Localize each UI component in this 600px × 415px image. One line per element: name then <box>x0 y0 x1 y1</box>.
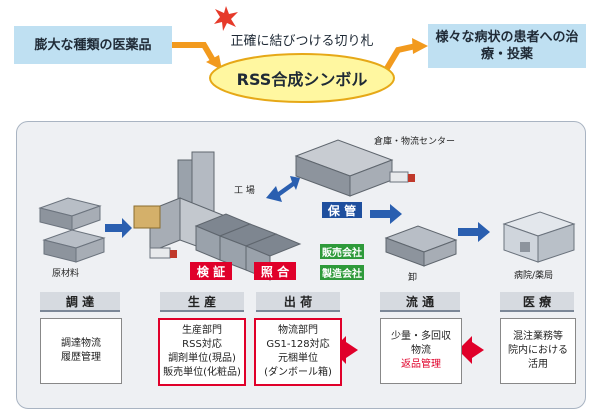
pharma-variety-box: 膨大な種類の医薬品 <box>14 26 172 64</box>
card-production: 生産部門 RSS対応 調剤単位(現品) 販売単位(化粧品) <box>158 318 246 386</box>
orange-arrowhead-left <box>206 55 222 70</box>
hospital-building <box>502 211 576 263</box>
starburst-icon <box>214 6 238 31</box>
truck-icon-factory <box>149 247 177 259</box>
card-procurement: 調達物流 履歴管理 <box>40 318 122 384</box>
warehouse-label: 倉庫・物流センター <box>374 137 456 147</box>
stage-distribution-label: 流 通 <box>405 294 435 309</box>
stage-medical: 医 療 <box>500 292 574 312</box>
blue-arrow-hospital <box>458 222 490 242</box>
card-line: 販売単位(化粧品) <box>163 367 241 378</box>
return-arrow-1 <box>332 336 358 364</box>
manufacturer-label: 製造会社 <box>322 269 362 280</box>
manufacturer-tag: 製造会社 <box>320 265 364 280</box>
top-connector-graphic <box>172 6 428 103</box>
card-line: 調達物流 <box>61 338 101 349</box>
rss-title: RSS合成シンボル <box>236 70 368 89</box>
card-distribution: 少量・多回収 物流 返品管理 <box>380 318 462 384</box>
collation-tag: 照 合 <box>254 262 296 280</box>
wholesaler-label: 卸 <box>408 273 418 283</box>
orange-arrowhead-right <box>412 38 428 54</box>
orange-arrow-left <box>172 42 217 64</box>
pharma-variety-label: 膨大な種類の医薬品 <box>34 37 152 53</box>
stage-medical-label: 医 療 <box>522 294 552 309</box>
card-line: 生産部門 <box>182 325 222 336</box>
blue-arrow-storage <box>370 204 402 224</box>
return-arrow-2 <box>458 336 484 364</box>
storage-tag: 保 管 <box>322 202 362 218</box>
stage-procurement-label: 調 達 <box>65 294 95 309</box>
raw-material-buildings <box>38 197 106 263</box>
card-line: 履歴管理 <box>61 352 101 363</box>
card-medical: 混注業務等 院内における 活用 <box>500 318 576 384</box>
collation-label: 照 合 <box>260 264 290 279</box>
card-shipping: 物流部門 GS1-128対応 元梱単位 (ダンボール箱) <box>254 318 342 386</box>
sales-company-label: 販売会社 <box>322 248 362 259</box>
wholesaler-building <box>384 225 458 267</box>
card-line: 混注業務等 <box>513 331 563 342</box>
factory-building <box>133 151 302 281</box>
stage-procurement: 調 達 <box>40 292 120 312</box>
stage-shipping-label: 出 荷 <box>283 294 313 309</box>
center-caption: 正確に結びつける切り札 <box>230 34 374 49</box>
truck-icon-warehouse <box>389 171 415 183</box>
blue-arrow-1 <box>105 218 132 238</box>
card-line: (ダンボール箱) <box>264 367 332 378</box>
card-line: RSS対応 <box>182 339 222 350</box>
patient-treatment-label: 様々な病状の患者への治療・投薬 <box>435 30 579 62</box>
double-arrow-icon <box>266 176 300 202</box>
stage-production: 生 産 <box>160 292 244 312</box>
card-line: GS1-128対応 <box>266 339 330 350</box>
inspection-tag: 検 証 <box>190 262 232 280</box>
card-line: 物流部門 <box>278 325 318 336</box>
returns-management-label: 返品管理 <box>401 359 441 370</box>
card-line: 元梱単位 <box>278 353 318 364</box>
card-line: 物流 <box>411 345 431 356</box>
stage-distribution: 流 通 <box>380 292 460 312</box>
storage-tag-label: 保 管 <box>327 203 357 218</box>
card-line: 少量・多回収 <box>391 331 451 342</box>
rss-ellipse <box>209 53 395 103</box>
card-line: 調剤単位(現品) <box>168 353 236 364</box>
inspection-label: 検 証 <box>196 264 226 279</box>
sales-company-tag: 販売会社 <box>320 244 364 259</box>
stage-shipping: 出 荷 <box>256 292 340 312</box>
patient-treatment-box: 様々な病状の患者への治療・投薬 <box>428 24 586 68</box>
factory-label: 工 場 <box>234 186 255 196</box>
warehouse-building <box>294 139 394 197</box>
card-line: 院内における <box>508 345 568 356</box>
card-line: 活用 <box>528 359 548 370</box>
hospital-label: 病院/薬局 <box>514 271 554 281</box>
orange-arrow-right <box>383 43 417 72</box>
stage-production-label: 生 産 <box>187 294 217 309</box>
raw-materials-label: 原材料 <box>52 269 80 279</box>
